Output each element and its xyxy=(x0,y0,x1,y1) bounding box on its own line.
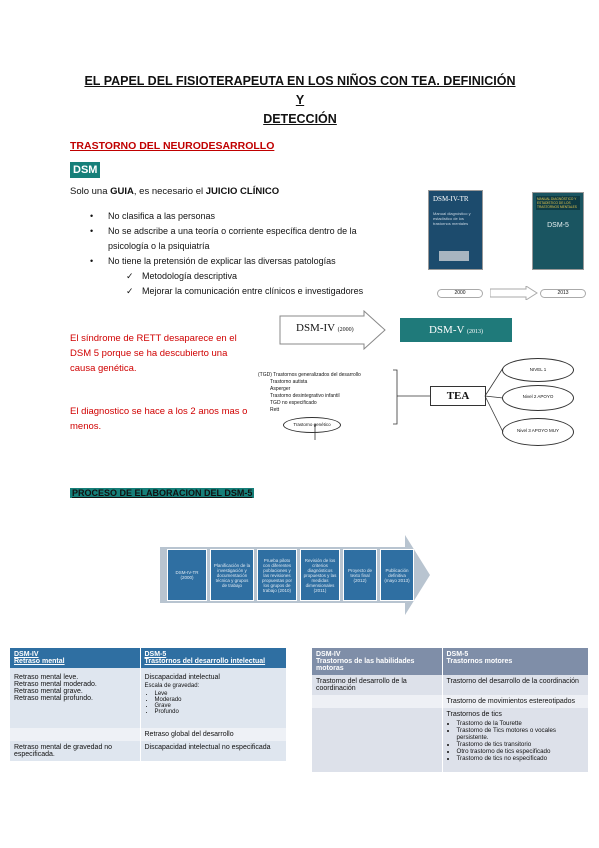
tgd-list: (TGD) Trastornos generalizados del desar… xyxy=(258,372,388,414)
nivel-3-oval: Nivel 3 APOYO MUY xyxy=(502,418,574,446)
section-heading-proceso: PROCESO DE ELABORACION DEL DSM-5 xyxy=(70,488,255,498)
tgd-item: Trastorno desintegrativo infantil xyxy=(270,393,340,399)
tea-connectors xyxy=(314,367,504,440)
check-item: Metodología descriptiva xyxy=(126,269,390,284)
diagnostico-note: El diagnostico se hace a los 2 anos mas … xyxy=(70,406,248,432)
dsm-iv-tr-book-cover: DSM-IV-TR Manual diagnóstico y estadísti… xyxy=(428,190,483,270)
dsm-v-box: DSM-V (2013) xyxy=(400,318,512,342)
dsm-tag: DSM xyxy=(70,162,101,178)
rett-note: El síndrome de RETT desaparece en el DSM… xyxy=(70,333,237,374)
process-step: Prueba piloto con diferentes poblaciones… xyxy=(257,549,297,601)
tgd-item: Trastorno autista xyxy=(270,379,308,385)
tgd-item: TGD no especificado xyxy=(270,400,317,406)
trastorno-genetico-oval: Trastorno genético xyxy=(283,417,341,433)
dsm-iv-label: DSM-IV (2000) xyxy=(296,322,354,334)
table-row: Retraso global del desarrollo xyxy=(10,728,286,741)
nivel-1-oval: NIVEL 1 xyxy=(502,358,574,382)
tea-box: TEA xyxy=(430,386,486,406)
process-step: Revisión de los criterios diagnósticos p… xyxy=(300,549,340,601)
page-title: EL PAPEL DEL FISIOTERAPEUTA EN LOS NIÑOS… xyxy=(84,74,516,126)
table-row: Trastornos de tics Trastorno de la Toure… xyxy=(312,708,588,772)
process-step: Proyecto de texto final (2012) xyxy=(343,549,377,601)
process-step: Planificación de la investigación y docu… xyxy=(210,549,254,601)
check-list: Metodología descriptiva Mejorar la comun… xyxy=(108,269,390,299)
year-label-2000: 2000 xyxy=(437,289,483,298)
table-row: Trastorno de movimientos estereotipados xyxy=(312,695,588,708)
bullet-item: No se adscribe a una teoría o corriente … xyxy=(90,224,390,254)
dsm-iv-arrow xyxy=(279,310,386,350)
year-arrow xyxy=(490,286,538,300)
table-row: Retraso mental leve. Retraso mental mode… xyxy=(10,668,286,728)
table-row: Retraso mental de gravedad no especifica… xyxy=(10,741,286,761)
tgd-item: Asperger xyxy=(270,386,291,392)
process-step: DSM-IV-TR (2000) xyxy=(167,549,207,601)
process-step: Publicación definitiva (mayo 2013) xyxy=(380,549,414,601)
table-row: Trastorno del desarrollo de la coordinac… xyxy=(312,675,588,695)
section-heading-neurodesarrollo: TRASTORNO DEL NEURODESARROLLO xyxy=(70,140,275,152)
nivel-2-oval: Nivel 2 APOYO xyxy=(502,385,574,411)
dsm-5-book-cover: MANUAL DIAGNÓSTICO Y ESTADÍSTICO DE LOS … xyxy=(532,192,584,270)
intro-text: Solo una GUIA, es necesario el JUICIO CL… xyxy=(70,186,280,197)
bullet-item: No clasifica a las personas xyxy=(90,209,390,224)
check-item: Mejorar la comunicación entre clínicos e… xyxy=(126,284,390,299)
tgd-item: Rett xyxy=(270,407,280,413)
bullet-item: No tiene la pretensión de explicar las d… xyxy=(90,254,390,299)
year-label-2013: 2013 xyxy=(540,289,586,298)
dsm-bullet-list: No clasifica a las personas No se adscri… xyxy=(90,209,390,299)
